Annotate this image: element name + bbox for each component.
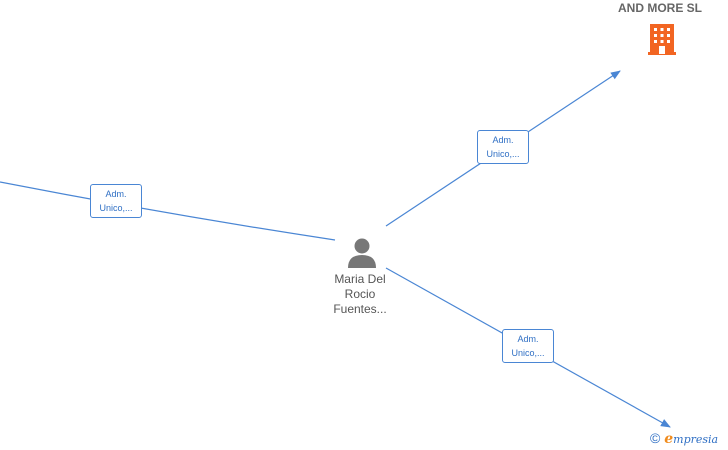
edge-label-top-right[interactable]: Adm. Unico,...	[477, 130, 529, 164]
person-icon[interactable]	[348, 238, 376, 269]
copyright-symbol: ©	[650, 430, 661, 446]
person-name-line: Fuentes...	[333, 302, 387, 316]
edge-label-line: Adm.	[492, 135, 514, 145]
copyright-notice: © empresia	[650, 430, 718, 447]
edge-label-line: Unico,...	[511, 348, 545, 358]
edge-label-line: Adm.	[517, 334, 539, 344]
person-name[interactable]: Maria Del Rocio Fuentes...	[318, 272, 402, 317]
empresia-logo-initial: e	[664, 431, 674, 447]
company-name[interactable]: AND MORE SL	[618, 1, 702, 15]
edge-label-line: Adm.	[105, 189, 127, 199]
person-name-line: Rocio	[344, 287, 376, 301]
edge-label-line: Unico,...	[99, 203, 133, 213]
edge-label-line: Unico,...	[486, 149, 520, 159]
empresia-logo-text: mpresia	[673, 433, 719, 446]
building-icon[interactable]	[648, 24, 676, 55]
person-name-line: Maria Del	[334, 272, 386, 286]
edge-label-bottom-right[interactable]: Adm. Unico,...	[502, 329, 554, 363]
edge-label-left[interactable]: Adm. Unico,...	[90, 184, 142, 218]
edge-left	[0, 181, 336, 241]
